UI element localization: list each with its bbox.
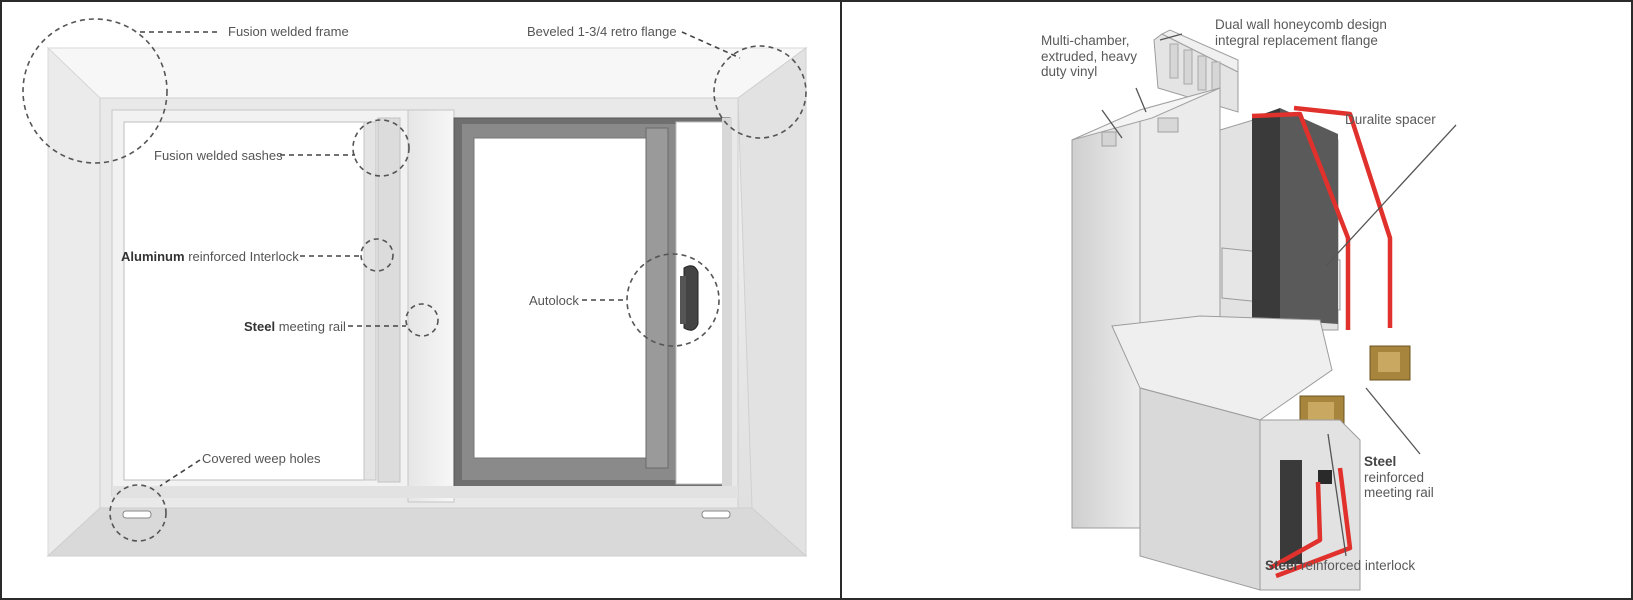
main-frame-body xyxy=(1071,109,1141,529)
window-front-illustration xyxy=(22,18,808,558)
right-glass xyxy=(473,137,647,459)
label-steel-meeting-line2: reinforced xyxy=(1364,469,1425,485)
callout-steel-rail xyxy=(405,303,439,337)
label-steel-interlock-bold: Steel xyxy=(1265,558,1298,573)
label-autolock: Autolock xyxy=(529,293,579,308)
label-aluminum-rest: reinforced Interlock xyxy=(188,249,299,264)
left-glass xyxy=(123,121,365,481)
label-fusion-welded-frame: Fusion welded frame xyxy=(228,24,349,39)
label-steel-rail-rest: meeting rail xyxy=(278,319,346,334)
autolock-handle xyxy=(683,265,699,331)
upper-glass-unit xyxy=(1252,108,1280,320)
label-multi-line1: Multi-chamber, xyxy=(1041,33,1130,48)
frame-bevel-bottom xyxy=(46,507,808,557)
callout-weep-holes xyxy=(109,484,167,542)
label-multi-line2: extruded, heavy xyxy=(1041,48,1138,64)
label-covered-weep-holes: Covered weep holes xyxy=(202,451,321,466)
frame-bevel-top xyxy=(46,47,808,99)
label-duralite-spacer: Duralite spacer xyxy=(1345,112,1436,127)
frame-cross-section-illustration xyxy=(1071,29,1457,591)
label-fusion-welded-sashes: Fusion welded sashes xyxy=(154,148,283,163)
label-steel-interlock-rest: reinforced interlock xyxy=(1301,558,1416,573)
label-steel-meeting-line1: Steel xyxy=(1364,454,1397,469)
label-multi-line3: duty vinyl xyxy=(1041,64,1098,79)
label-dual-wall-line1: Dual wall honeycomb design xyxy=(1215,17,1387,32)
callout-autolock xyxy=(626,253,720,347)
label-dual-wall-line2: integral replacement flange xyxy=(1215,32,1378,48)
label-steel-meeting-line3: meeting rail xyxy=(1364,485,1434,500)
label-steel-rail-bold: Steel xyxy=(244,319,276,334)
label-steel-meeting-rail: Steel meeting rail xyxy=(244,319,346,334)
callout-fusion-frame xyxy=(22,18,168,164)
callout-fusion-sashes xyxy=(352,119,410,177)
lower-glass-unit xyxy=(1280,460,1302,564)
label-beveled-flange: Beveled 1-3/4 retro flange xyxy=(527,24,677,39)
callout-aluminum-interlock xyxy=(360,238,394,272)
weep-cover-left xyxy=(122,510,152,519)
frame-bevel-left xyxy=(47,46,101,558)
callout-beveled-flange xyxy=(713,45,807,139)
weep-cover-right xyxy=(701,510,731,519)
label-aluminum-bold: Aluminum xyxy=(121,249,185,264)
label-steel-reinforced-interlock: Steel reinforced interlock xyxy=(1265,558,1415,574)
label-aluminum-interlock: Aluminum reinforced Interlock xyxy=(121,249,299,264)
right-panel-cross-section xyxy=(840,0,1633,600)
